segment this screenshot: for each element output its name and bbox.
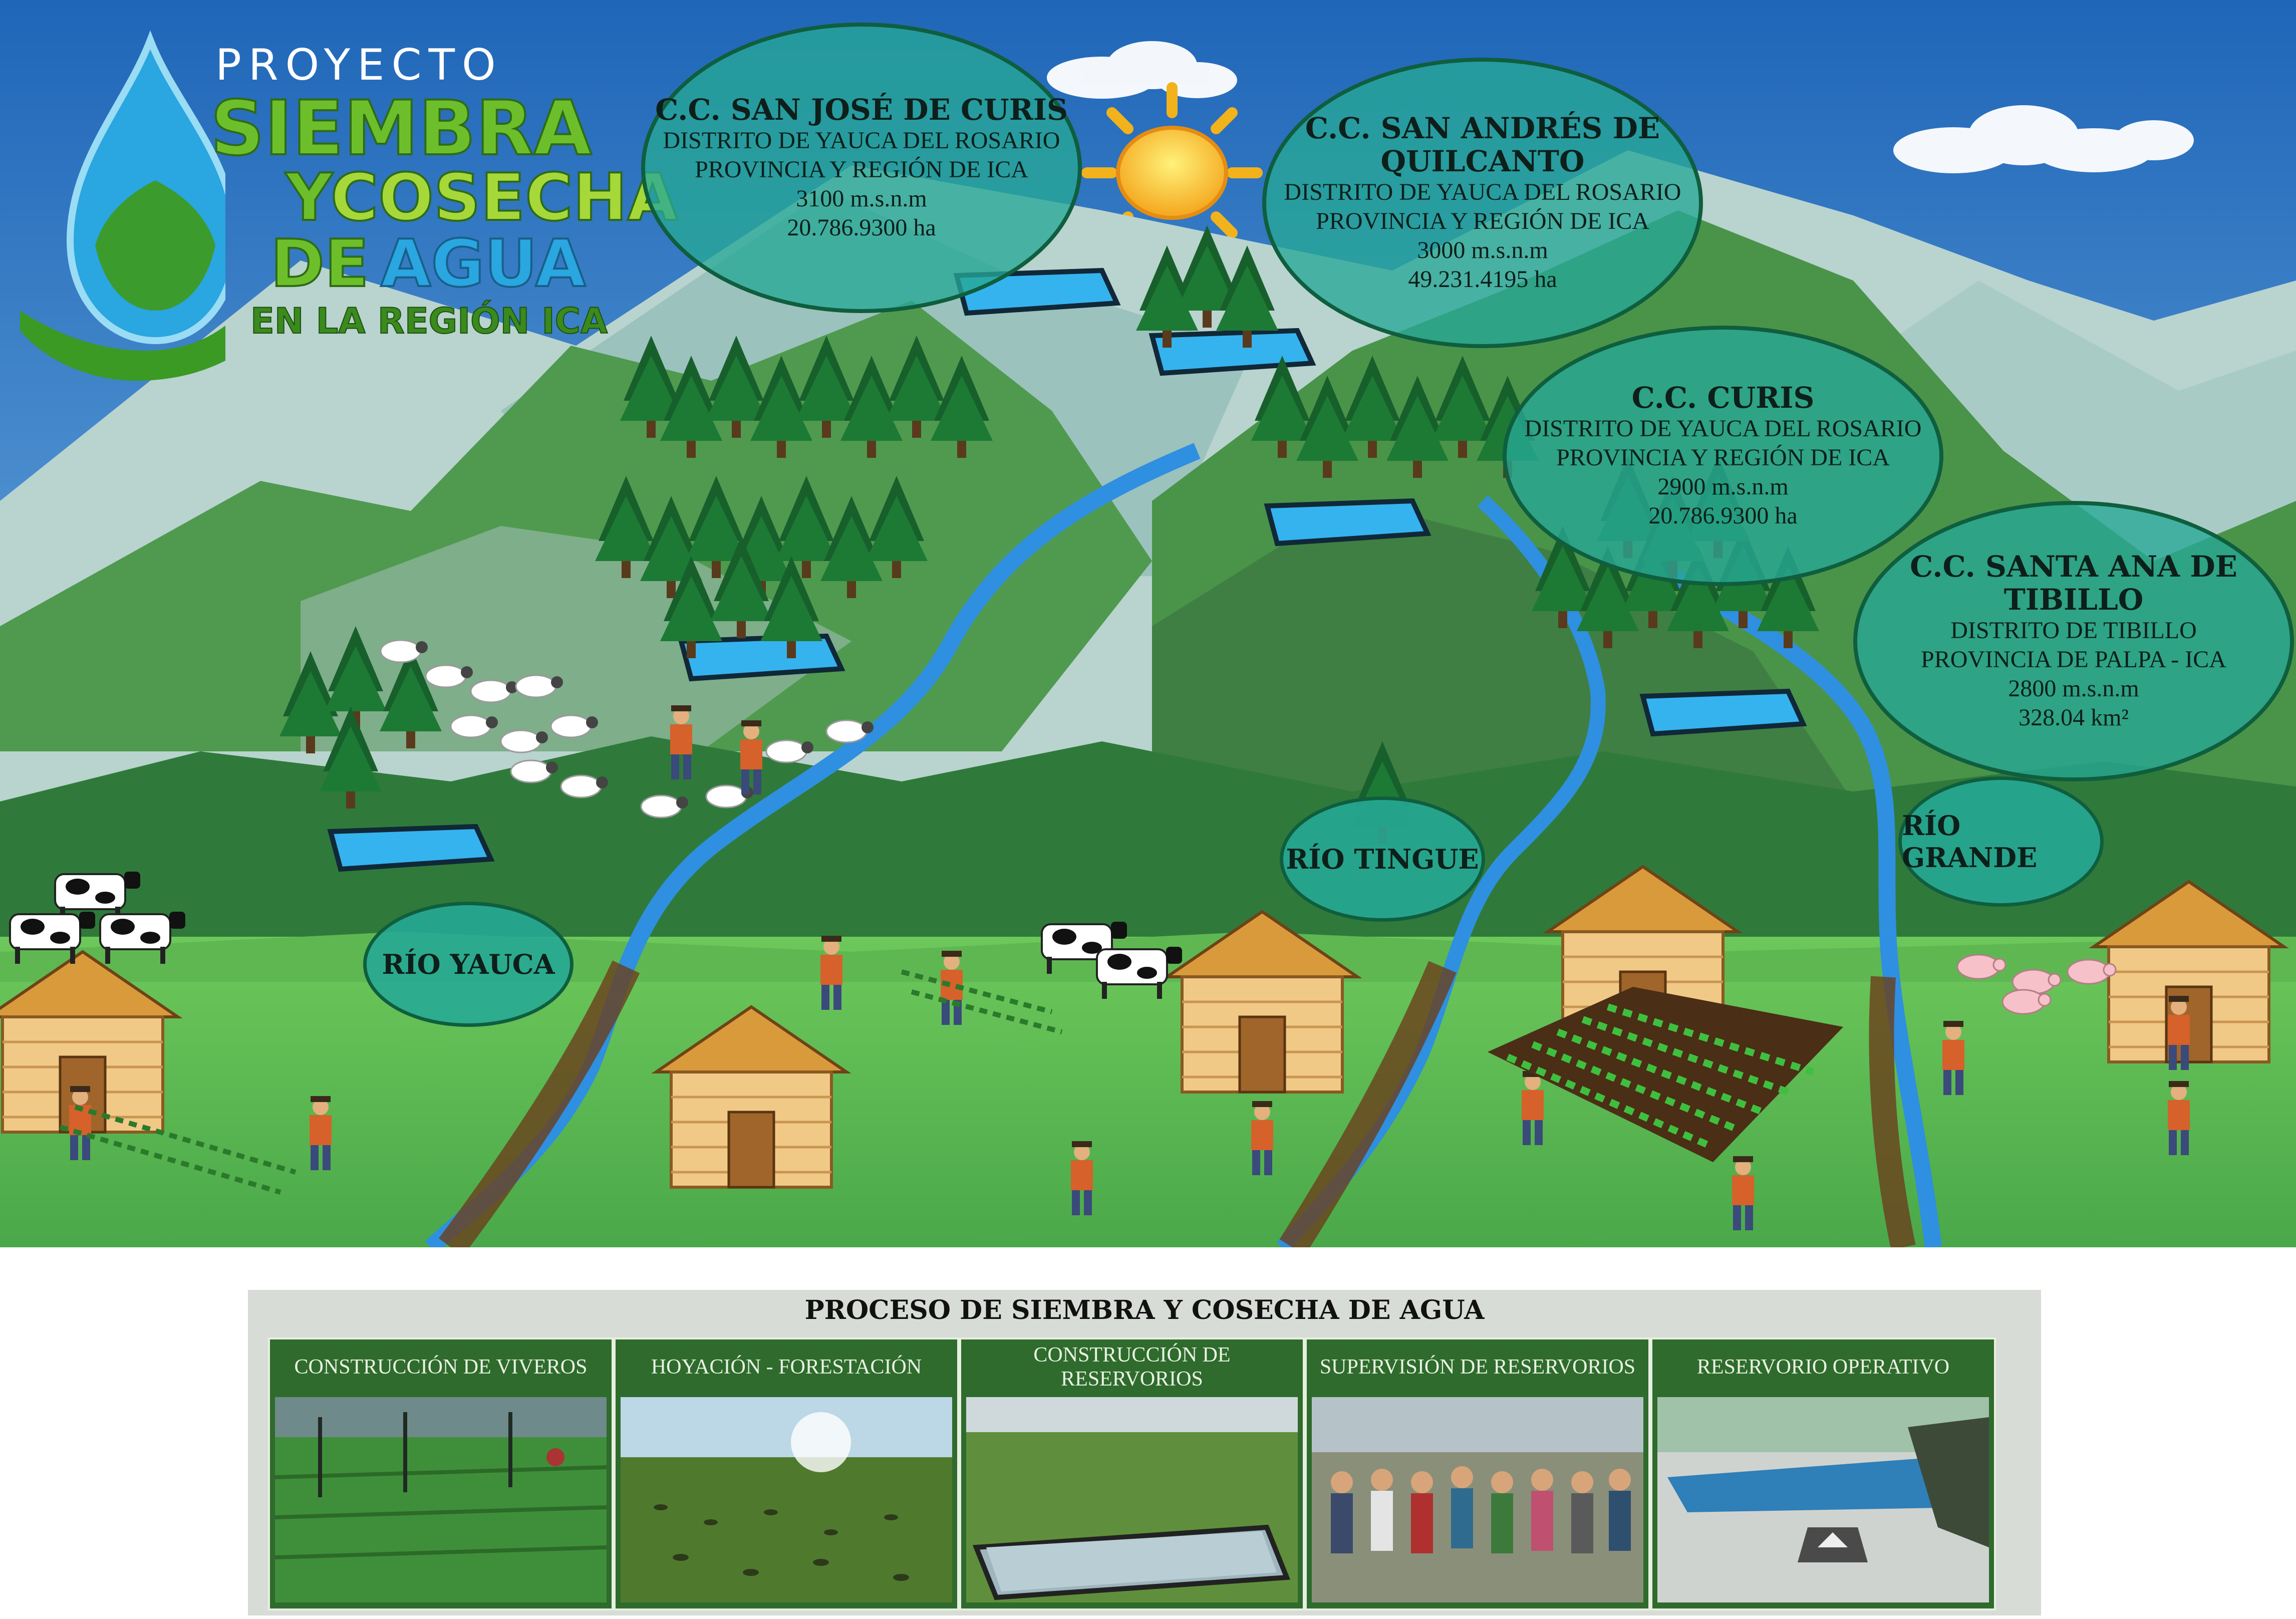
step-label: RESERVORIO OPERATIVO — [1696, 1356, 1950, 1379]
step-label: CONSTRUCCIÓN DE VIVEROS — [294, 1356, 588, 1379]
community-area: 20.786.9300 ha — [787, 214, 936, 241]
community-area: 328.04 km² — [2019, 704, 2129, 731]
community-altitude: 2900 m.s.n.m — [1657, 473, 1789, 500]
community-name: C.C. SAN JOSÉ DE CURIS — [655, 93, 1068, 127]
step-label: SUPERVISIÓN DE RESERVORIOS — [1319, 1356, 1636, 1379]
logo-line-siembra: SIEMBRA — [209, 84, 593, 173]
step-label: HOYACIÓN - FORESTACIÓN — [651, 1356, 922, 1379]
community-district: DISTRITO DE YAUCA DEL ROSARIO — [663, 127, 1060, 154]
community-santa-ana-de-tibillo: C.C. SANTA ANA DE TIBILLO DISTRITO DE TI… — [1853, 501, 2294, 781]
project-logo: PROYECTO SIEMBRA Y COSECHA DE AGUA EN LA… — [15, 30, 679, 381]
forestation-photo — [621, 1397, 952, 1602]
community-altitude: 2800 m.s.n.m — [2008, 675, 2139, 702]
community-district: DISTRITO DE YAUCA DEL ROSARIO — [1284, 179, 1681, 205]
community-province: PROVINCIA Y REGIÓN DE ICA — [1556, 444, 1890, 471]
process-title: PROCESO DE SIEMBRA Y COSECHA DE AGUA — [804, 1295, 1485, 1325]
process-section: PROCESO DE SIEMBRA Y COSECHA DE AGUA CON… — [248, 1290, 2041, 1615]
community-name-line1: C.C. SANTA ANA DE — [1910, 550, 2237, 584]
community-san-andres-de-quilcanto: C.C. SAN ANDRÉS DE QUILCANTO DISTRITO DE… — [1262, 58, 1703, 348]
reservoir-construction-photo — [966, 1397, 1298, 1602]
water-drop-logo-icon — [20, 30, 225, 381]
logo-line-cosecha: COSECHA — [330, 158, 679, 236]
river-label-yauca: RÍO YAUCA — [363, 902, 573, 1027]
nursery-photo — [275, 1397, 607, 1602]
community-name-line2: TIBILLO — [2003, 583, 2144, 617]
step-construccion-viveros: CONSTRUCCIÓN DE VIVEROS — [268, 1337, 614, 1610]
community-district: DISTRITO DE YAUCA DEL ROSARIO — [1524, 415, 1922, 442]
logo-line-proyecto: PROYECTO — [215, 40, 503, 90]
community-altitude: 3000 m.s.n.m — [1417, 237, 1548, 263]
community-area: 20.786.9300 ha — [1648, 502, 1798, 529]
logo-line-region: EN LA REGIÓN ICA — [250, 300, 608, 342]
community-province: PROVINCIA DE PALPA - ICA — [1921, 646, 2226, 673]
step-construccion-reservorios: CONSTRUCCIÓN DE RESERVORIOS — [959, 1337, 1305, 1610]
logo-line-agua: AGUA — [380, 224, 587, 303]
community-name: C.C. CURIS — [1631, 381, 1815, 415]
community-altitude: 3100 m.s.n.m — [796, 185, 927, 212]
community-name-line2: QUILCANTO — [1380, 144, 1585, 178]
step-supervision-reservorios: SUPERVISIÓN DE RESERVORIOS — [1305, 1337, 1650, 1610]
community-curis: C.C. CURIS DISTRITO DE YAUCA DEL ROSARIO… — [1503, 326, 1943, 586]
community-province: PROVINCIA Y REGIÓN DE ICA — [1316, 208, 1649, 234]
community-name-line1: C.C. SAN ANDRÉS DE — [1305, 111, 1660, 145]
river-label-grande: RÍO GRANDE — [1898, 776, 2104, 907]
step-label: CONSTRUCCIÓN DE RESERVORIOS — [1033, 1343, 1231, 1391]
step-reservorio-operativo: RESERVORIO OPERATIVO — [1650, 1337, 1996, 1610]
community-san-jose-de-curis: C.C. SAN JOSÉ DE CURIS DISTRITO DE YAUCA… — [641, 23, 1082, 313]
supervision-photo — [1312, 1397, 1643, 1602]
illustrated-map: PROYECTO SIEMBRA Y COSECHA DE AGUA EN LA… — [0, 0, 2296, 1247]
river-label-tingue: RÍO TINGUE — [1280, 796, 1485, 922]
community-province: PROVINCIA Y REGIÓN DE ICA — [695, 156, 1028, 183]
logo-line-de: DE — [269, 224, 370, 303]
logo-line-y: Y — [284, 158, 334, 236]
operating-reservoir-photo — [1657, 1397, 1989, 1602]
step-hoyacion-forestacion: HOYACIÓN - FORESTACIÓN — [614, 1337, 959, 1610]
community-district: DISTRITO DE TIBILLO — [1950, 617, 2197, 644]
community-area: 49.231.4195 ha — [1408, 266, 1557, 293]
